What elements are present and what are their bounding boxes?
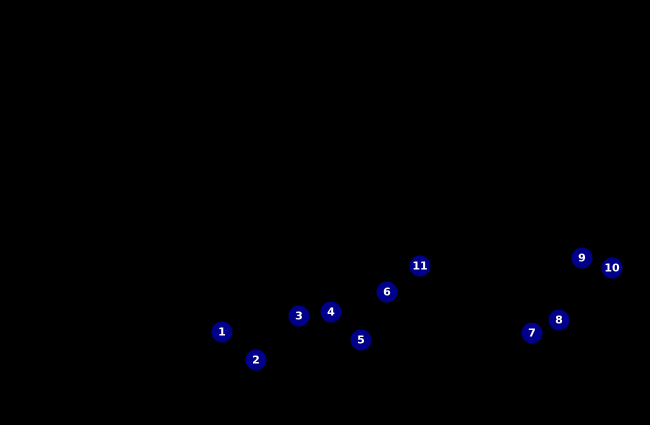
marker-label: 3 — [295, 309, 303, 323]
marker-label: 9 — [578, 251, 586, 265]
marker-label: 7 — [528, 326, 536, 340]
marker-7[interactable]: 7 — [521, 322, 543, 344]
marker-10[interactable]: 10 — [601, 257, 623, 279]
marker-11[interactable]: 11 — [409, 255, 431, 277]
marker-label: 2 — [252, 353, 260, 367]
marker-4[interactable]: 4 — [320, 301, 342, 323]
marker-label: 5 — [357, 333, 365, 347]
marker-6[interactable]: 6 — [376, 281, 398, 303]
marker-label: 6 — [383, 285, 391, 299]
marker-3[interactable]: 3 — [288, 305, 310, 327]
marker-label: 11 — [412, 259, 428, 273]
marker-label: 1 — [218, 325, 226, 339]
marker-8[interactable]: 8 — [548, 309, 570, 331]
marker-label: 4 — [327, 305, 335, 319]
marker-1[interactable]: 1 — [211, 321, 233, 343]
marker-2[interactable]: 2 — [245, 349, 267, 371]
marker-label: 10 — [604, 261, 620, 275]
marker-5[interactable]: 5 — [350, 329, 372, 351]
marker-9[interactable]: 9 — [571, 247, 593, 269]
marker-label: 8 — [555, 313, 563, 327]
